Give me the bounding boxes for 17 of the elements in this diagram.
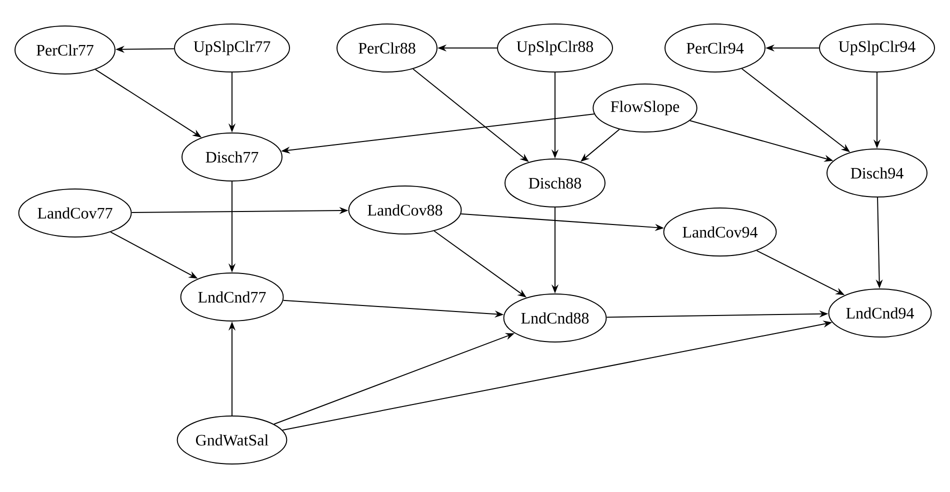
ellipse-node: LndCnd94 [828, 288, 932, 338]
ellipse-node: Disch94 [826, 148, 928, 198]
ellipse-node: UpSlpClr88 [496, 24, 614, 72]
ellipse-node: PerClr88 [336, 24, 438, 72]
ellipse-node: LandCov77 [18, 188, 132, 238]
ellipse-node: UpSlpClr94 [818, 24, 936, 72]
ellipse-node: LandCov94 [663, 208, 777, 256]
ellipse-node: PerClr94 [664, 24, 766, 72]
ellipse-node: Disch77 [182, 132, 282, 182]
ellipse-node: FlowSlope [592, 84, 698, 132]
ellipse-node: Disch88 [504, 158, 606, 208]
ellipse-node: LandCov88 [348, 186, 462, 234]
ellipse-node: LndCnd77 [180, 272, 284, 322]
ellipse-node: GndWatSal [176, 416, 288, 464]
ellipse-node: UpSlpClr77 [174, 24, 290, 72]
ellipse-node: PerClr77 [14, 26, 116, 74]
ellipse-node: LndCnd88 [503, 294, 607, 342]
